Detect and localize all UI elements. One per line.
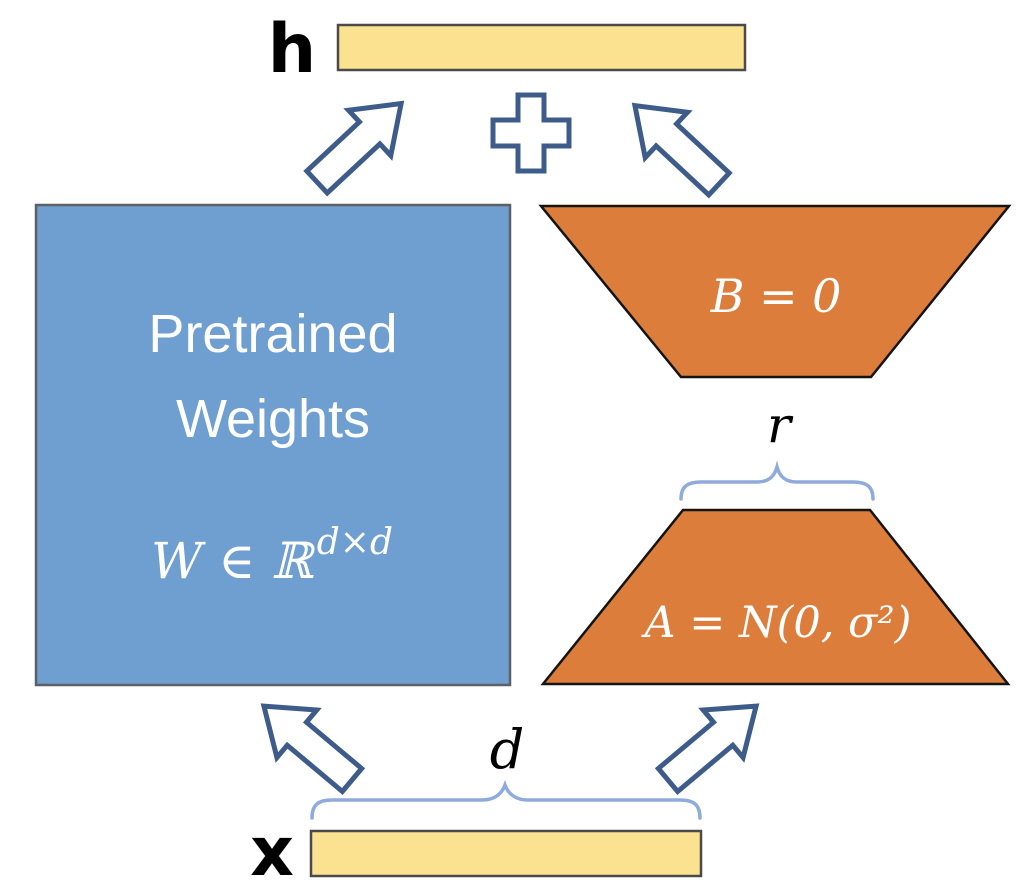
input-vector xyxy=(309,829,703,878)
lora-b-trapezoid xyxy=(538,204,1012,379)
dim-label: d xyxy=(490,718,525,781)
pretrained-title-line2: Weights xyxy=(176,389,370,449)
pretrained-formula-superscript: d×d xyxy=(317,522,393,563)
input-label: x xyxy=(250,813,294,892)
arrow-pretrained-to-sum-icon xyxy=(303,100,405,197)
rank-brace xyxy=(679,460,875,501)
lora-b-label: B = 0 xyxy=(710,269,842,323)
pretrained-weights-box xyxy=(34,203,512,687)
arrow-adapter-to-sum-icon xyxy=(631,102,733,199)
arrow-input-to-adapter-icon xyxy=(654,703,760,796)
pretrained-title-line1: Pretrained xyxy=(148,304,397,364)
lora-a-label: A = N(0, σ²) xyxy=(641,598,912,648)
dim-brace xyxy=(310,779,702,820)
lora-a-trapezoid xyxy=(540,508,1011,686)
plus-icon xyxy=(490,92,572,174)
pretrained-formula-base: W ∈ ℝ xyxy=(151,532,316,590)
rank-label: r xyxy=(767,396,794,454)
output-label: h xyxy=(268,10,316,89)
output-vector xyxy=(336,23,747,72)
arrow-input-to-pretrained-icon xyxy=(260,703,366,796)
